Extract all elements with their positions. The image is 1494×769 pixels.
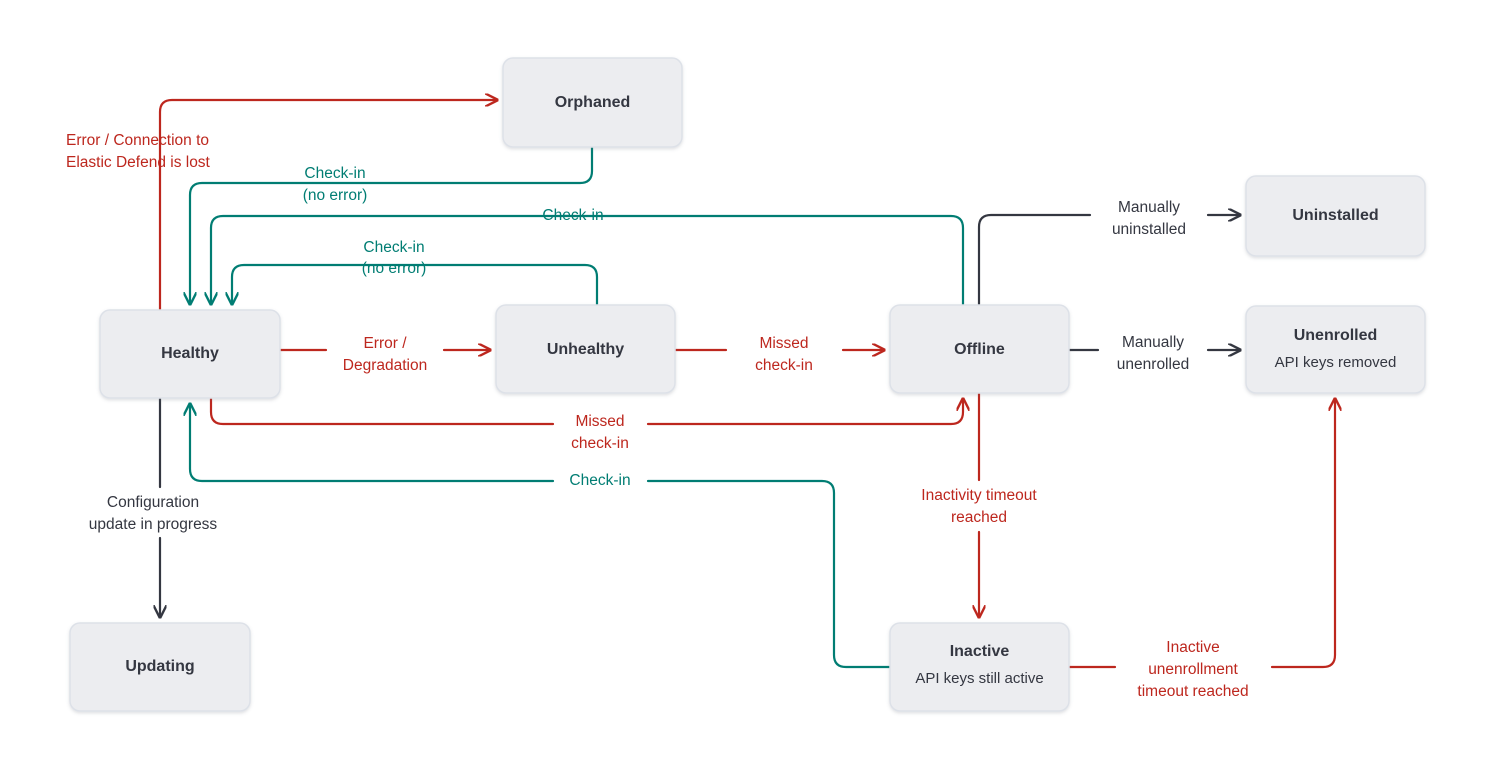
nodes-layer: Orphaned Healthy Unhealthy Offline Unins… [69,57,1426,712]
edge-label-inactive-to-unenrolled-line2: unenrollment [1148,661,1238,678]
edge-label-inactive-to-healthy-line1: Check-in [569,472,630,489]
edge-unhealthy-to-healthy [232,263,599,307]
node-offline-box[interactable] [889,304,1070,394]
node-orphaned-title: Orphaned [555,94,631,111]
edges-layer [158,100,1335,669]
node-updating[interactable]: Updating [69,622,251,712]
edge-offline-to-healthy [211,214,965,307]
edge-label-offline-to-inactive-line1: Inactivity timeout [921,487,1037,504]
node-inactive-subtitle: API keys still active [915,670,1043,687]
edge-label-offline-to-unenrolled-line2: unenrolled [1117,356,1189,373]
edge-label-offline-to-inactive-line2: reached [951,509,1007,526]
edge-label-healthy-to-updating-line1: Configuration [107,494,199,511]
node-updating-box[interactable] [69,622,251,712]
node-unenrolled-box[interactable] [1245,305,1426,394]
node-inactive-title: Inactive [950,643,1010,660]
edge-orphaned-to-healthy [190,145,594,304]
edge-label-unhealthy-to-healthy-line2: (no error) [362,260,427,277]
node-unenrolled-subtitle: API keys removed [1275,354,1397,371]
node-uninstalled-title: Uninstalled [1292,207,1378,224]
edge-label-unhealthy-to-offline-line2: check-in [755,357,813,374]
edge-label-healthy-to-orphaned-line1: Error / Connection to [66,132,209,149]
node-uninstalled-box[interactable] [1245,175,1426,257]
edge-label-healthy-to-unhealthy-line1: Error / [363,335,407,352]
edge-inactive-to-healthy [190,404,892,669]
edge-label-offline-to-uninstalled-line2: uninstalled [1112,221,1186,238]
edge-healthy-to-orphaned [158,100,497,312]
node-unhealthy[interactable]: Unhealthy [495,304,676,394]
node-healthy-title: Healthy [161,345,219,362]
edge-label-offline-to-healthy-line1: Check-in [542,207,603,224]
node-orphaned-box[interactable] [502,57,683,148]
node-healthy-box[interactable] [99,309,281,399]
edge-offline-to-uninstalled [977,215,1240,307]
edge-label-healthy-to-unhealthy-line2: Degradation [343,357,427,374]
edge-labels-layer: Error / Connection to Elastic Defend is … [66,132,1249,700]
node-inactive[interactable]: Inactive API keys still active [889,622,1070,712]
node-healthy[interactable]: Healthy [99,309,281,399]
node-orphaned[interactable]: Orphaned [502,57,683,148]
edge-label-healthy-to-offline-line2: check-in [571,435,629,452]
edge-label-healthy-to-updating-line2: update in progress [89,516,218,533]
edge-label-inactive-to-unenrolled-line1: Inactive [1166,639,1219,656]
edge-inactive-to-unenrolled [1067,399,1335,669]
node-unenrolled-title: Unenrolled [1294,327,1378,344]
node-unenrolled[interactable]: Unenrolled API keys removed [1245,305,1426,394]
edge-healthy-to-offline [209,398,963,426]
node-unhealthy-box[interactable] [495,304,676,394]
edge-label-healthy-to-orphaned-line2: Elastic Defend is lost [66,154,211,171]
node-inactive-box[interactable] [889,622,1070,712]
edge-label-unhealthy-to-healthy-line1: Check-in [363,239,424,256]
node-updating-title: Updating [125,658,194,675]
node-offline[interactable]: Offline [889,304,1070,394]
node-uninstalled[interactable]: Uninstalled [1245,175,1426,257]
edge-label-orphaned-to-healthy-line1: Check-in [304,165,365,182]
node-unhealthy-title: Unhealthy [547,341,624,358]
edge-label-offline-to-unenrolled-line1: Manually [1122,334,1184,351]
edge-label-healthy-to-offline-line1: Missed [575,413,624,430]
edge-label-inactive-to-unenrolled-line3: timeout reached [1137,683,1248,700]
edge-label-unhealthy-to-offline-line1: Missed [759,335,808,352]
node-offline-title: Offline [954,341,1005,358]
edge-label-offline-to-uninstalled-line1: Manually [1118,199,1180,216]
edge-label-orphaned-to-healthy-line2: (no error) [303,187,368,204]
